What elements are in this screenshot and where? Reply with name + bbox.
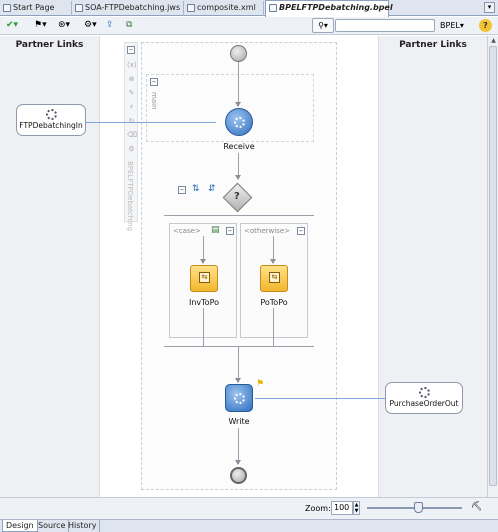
add-case-icon[interactable]: ⇅ [192,184,200,194]
invoke-link-out [255,398,385,399]
binoculars-icon[interactable]: ⚲▾ [312,18,334,33]
switch-top-bar [164,215,314,216]
properties-icon[interactable]: ⚙ [128,145,135,153]
zoom-bar: Zoom: 100 ▲▼ ⛏ [0,497,498,519]
expand-collapse-icon[interactable]: ⊛▾ [58,20,71,30]
assign-potopo-label: PoToPo [260,298,288,307]
flag-icon: ⚑ [256,379,265,389]
zoom-fit-icon[interactable]: ⛏ [471,502,483,512]
process-toolbar-strip: – (x) ⊗ ✎ ⚡ ↻ ⌫ ⚙ BPELFTPDebatching [124,42,138,231]
partner-link-left-label: FTPDebatchingIn [19,121,83,130]
main-scope[interactable] [146,74,314,142]
partner-link-right[interactable]: PurchaseOrderOut [385,382,463,414]
invoke-link-in [86,122,216,123]
receive-label: Receive [223,142,255,151]
start-page-icon [3,4,11,12]
process-end-node [230,467,247,484]
bpel-menu-button[interactable]: BPEL▾ [440,21,464,30]
connector-otherwise-assign [273,236,274,263]
arrow-down-icon [235,378,241,383]
arrow-down-icon [235,460,241,465]
process-settings-icon[interactable]: ⚙▾ [84,20,97,30]
bookmark-icon[interactable]: ⚑▾ [34,20,47,30]
case-label: <case> [173,227,201,235]
partner-link-right-label: PurchaseOrderOut [389,399,459,408]
collapse-process-icon[interactable]: – [127,45,135,54]
event-handler-icon[interactable]: ✎ [128,89,135,97]
partner-link-wizard-icon[interactable]: ⧉ [126,20,133,30]
condition-expression-icon[interactable]: ▤ [211,225,220,235]
receive-activity[interactable] [225,108,253,136]
switch-question-icon: ? [234,191,240,202]
zoom-slider-thumb[interactable] [414,502,424,513]
correlation-icon[interactable]: ⊗ [128,75,135,83]
service-gear-icon [45,109,57,120]
tab-source[interactable]: Source [35,520,70,532]
xml-file-icon [187,4,195,12]
switch-bottom-bar [164,346,314,347]
scroll-up-icon[interactable]: ▲ [491,37,496,44]
collapse-main-icon[interactable]: – [150,77,158,86]
arrow-down-icon [200,259,206,264]
partner-link-left[interactable]: FTPDebatchingIn [16,104,86,136]
lane-title-right: Partner Links [399,40,467,50]
otherwise-label: <otherwise> [244,227,291,235]
assign-activity-invtopo[interactable]: ⇆ [190,265,218,292]
help-icon[interactable]: ? [479,19,492,32]
assign-activity-potopo[interactable]: ⇆ [260,265,288,292]
tab-bpelftpdebatching-bpel[interactable]: BPELFTPDebatching.bpel [265,0,393,17]
connector-start-receive [238,62,239,106]
bpel-file-icon [269,4,277,12]
tab-history[interactable]: History [65,520,101,532]
connector-case-assign [203,236,204,263]
write-invoke-activity[interactable] [225,384,253,412]
connector-switch-write [238,346,239,382]
fault-handler-icon[interactable]: ⚡ [129,103,134,111]
zoom-label: Zoom: [305,504,331,513]
assign-icon: ⇆ [199,272,210,283]
collapse-case-icon[interactable]: – [226,226,234,235]
tab-start-page[interactable]: Start Page [0,1,72,16]
scrollbar-thumb[interactable] [489,46,497,486]
process-start-node [230,45,247,62]
jws-file-icon [75,4,83,12]
process-name-label: BPELFTPDebatching [126,161,134,232]
assign-invtopo-label: InvToPo [188,298,220,307]
compensation-icon[interactable]: ↻ [128,117,135,125]
editor-tab-bar: Start Page SOA-FTPDebatching.jws composi… [0,0,498,17]
arrow-down-icon [270,259,276,264]
scope-label: main [150,92,158,110]
arrow-down-icon [235,175,241,180]
receive-gear-icon [234,117,245,128]
invoke-gear-icon [234,393,245,404]
assign-icon: ⇆ [269,272,280,283]
tab-composite-xml[interactable]: composite.xml [184,1,264,16]
lane-title-left: Partner Links [15,40,84,50]
connector-write-end [238,428,239,464]
zoom-spinner-icon[interactable]: ▲▼ [353,501,360,515]
variables-icon[interactable]: (x) [127,61,137,69]
deploy-icon[interactable]: ⇪ [106,20,114,30]
vertical-scrollbar[interactable]: ▲ [487,36,498,497]
collapse-otherwise-icon[interactable]: – [297,226,305,235]
partner-links-lane-right: Partner Links [378,36,487,497]
zoom-value-field[interactable]: 100 [331,501,353,515]
arrow-down-icon [235,102,241,107]
bpel-toolbar: ✔▾ ⚑▾ ⊛▾ ⚙▾ ⇪ ⧉ ⚲▾ BPEL▾ ? [0,17,498,35]
connector-assign-merge-right [273,308,274,346]
search-input[interactable] [335,19,435,32]
termination-icon[interactable]: ⌫ [127,131,137,139]
connector-receive-switch [238,153,239,179]
tab-design[interactable]: Design [2,520,38,532]
editor-mode-tabs: Design Source History [0,519,498,532]
write-label: Write [228,417,250,426]
collapse-switch-icon[interactable]: – [178,185,186,194]
bpel-design-canvas[interactable]: Partner Links Partner Links – (x) ⊗ ✎ ⚡ … [0,36,487,497]
swap-case-icon[interactable]: ⇵ [208,184,216,194]
service-gear-icon [418,387,430,398]
validate-check-icon[interactable]: ✔▾ [6,20,19,30]
connector-assign-merge-left [203,308,204,346]
tab-soa-ftpdebatching-jws[interactable]: SOA-FTPDebatching.jws [72,1,184,16]
tab-list-dropdown-icon[interactable]: ▾ [484,2,495,13]
